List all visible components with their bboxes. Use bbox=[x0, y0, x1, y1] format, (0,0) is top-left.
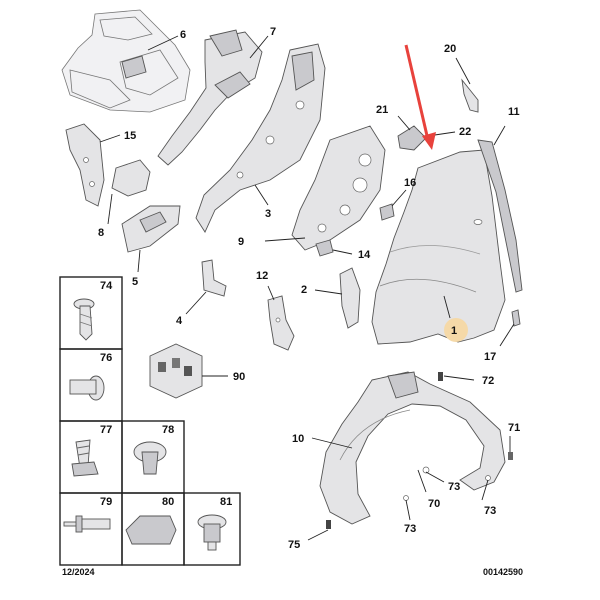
callout-16: 16 bbox=[404, 177, 416, 189]
push-clip-icon bbox=[73, 298, 95, 341]
angle-bracket-part bbox=[185, 259, 227, 315]
callout-7: 7 bbox=[270, 26, 276, 38]
callout-90: 90 bbox=[233, 371, 245, 383]
callout-highlight bbox=[444, 318, 468, 342]
reinforcement-part bbox=[107, 159, 151, 225]
fastener-table bbox=[59, 276, 241, 566]
wheel-arch-liner-part bbox=[311, 371, 506, 525]
pad-icon bbox=[125, 515, 177, 545]
callout-17: 17 bbox=[484, 351, 496, 363]
callout-71: 71 bbox=[508, 422, 520, 434]
tray-bracket-part bbox=[121, 205, 181, 273]
callout-22: 22 bbox=[459, 126, 471, 138]
callout-14: 14 bbox=[358, 249, 371, 261]
callout-81: 81 bbox=[220, 496, 232, 508]
callout-79: 79 bbox=[100, 496, 112, 508]
apron-rail-part bbox=[157, 29, 269, 166]
callout-8: 8 bbox=[98, 227, 104, 239]
callout-3: 3 bbox=[265, 208, 271, 220]
rivet-icon bbox=[69, 375, 105, 401]
callout-11: 11 bbox=[508, 106, 520, 118]
screw-icon bbox=[71, 439, 99, 477]
callout-21: 21 bbox=[376, 104, 388, 116]
callout-78: 78 bbox=[162, 424, 174, 436]
diagram-reference-number: 00142590 bbox=[483, 567, 524, 577]
callout-6: 6 bbox=[180, 29, 186, 41]
trim-piece-part bbox=[455, 57, 479, 113]
callout-20: 20 bbox=[444, 43, 456, 55]
front-fender-part bbox=[371, 149, 506, 345]
callout-72: 72 bbox=[482, 375, 494, 387]
callout-labels: 1 2 3 4 5 6 7 8 9 10 11 12 14 15 16 17 2… bbox=[98, 26, 520, 551]
callout-4: 4 bbox=[176, 315, 183, 327]
pop-rivet-icon bbox=[63, 515, 111, 533]
callout-2: 2 bbox=[301, 284, 307, 296]
inner-panel-part bbox=[195, 43, 326, 233]
callout-75: 75 bbox=[288, 539, 300, 551]
body-section-part bbox=[61, 9, 191, 113]
callout-76: 76 bbox=[100, 352, 112, 364]
fender-clip-part bbox=[499, 309, 521, 347]
liner-fasteners bbox=[307, 372, 513, 541]
callout-5: 5 bbox=[132, 276, 138, 288]
callout-73b: 73 bbox=[484, 505, 496, 517]
callout-15: 15 bbox=[124, 130, 136, 142]
red-pointer-arrow bbox=[404, 44, 436, 150]
callout-10: 10 bbox=[292, 433, 304, 445]
callout-74: 74 bbox=[100, 280, 113, 292]
fastener-kit-part bbox=[149, 343, 228, 399]
callout-73c: 73 bbox=[404, 523, 416, 535]
callout-12: 12 bbox=[256, 270, 268, 282]
clip-part bbox=[379, 189, 407, 221]
small-bracket-part bbox=[315, 239, 353, 257]
seal-strip-part bbox=[477, 125, 523, 293]
callout-1: 1 bbox=[451, 325, 457, 337]
diagram-date: 12/2024 bbox=[62, 567, 95, 577]
top-bracket-part bbox=[397, 115, 456, 151]
nut-icon bbox=[133, 441, 167, 475]
hinge-bracket-part bbox=[267, 285, 295, 351]
callout-77: 77 bbox=[100, 424, 112, 436]
callout-73a: 73 bbox=[448, 481, 460, 493]
stud-nut-icon bbox=[197, 514, 227, 551]
vertical-bracket-part bbox=[314, 267, 361, 329]
callout-80: 80 bbox=[162, 496, 174, 508]
callout-70: 70 bbox=[428, 498, 440, 510]
callout-9: 9 bbox=[238, 236, 244, 248]
side-bracket-part bbox=[65, 123, 121, 207]
